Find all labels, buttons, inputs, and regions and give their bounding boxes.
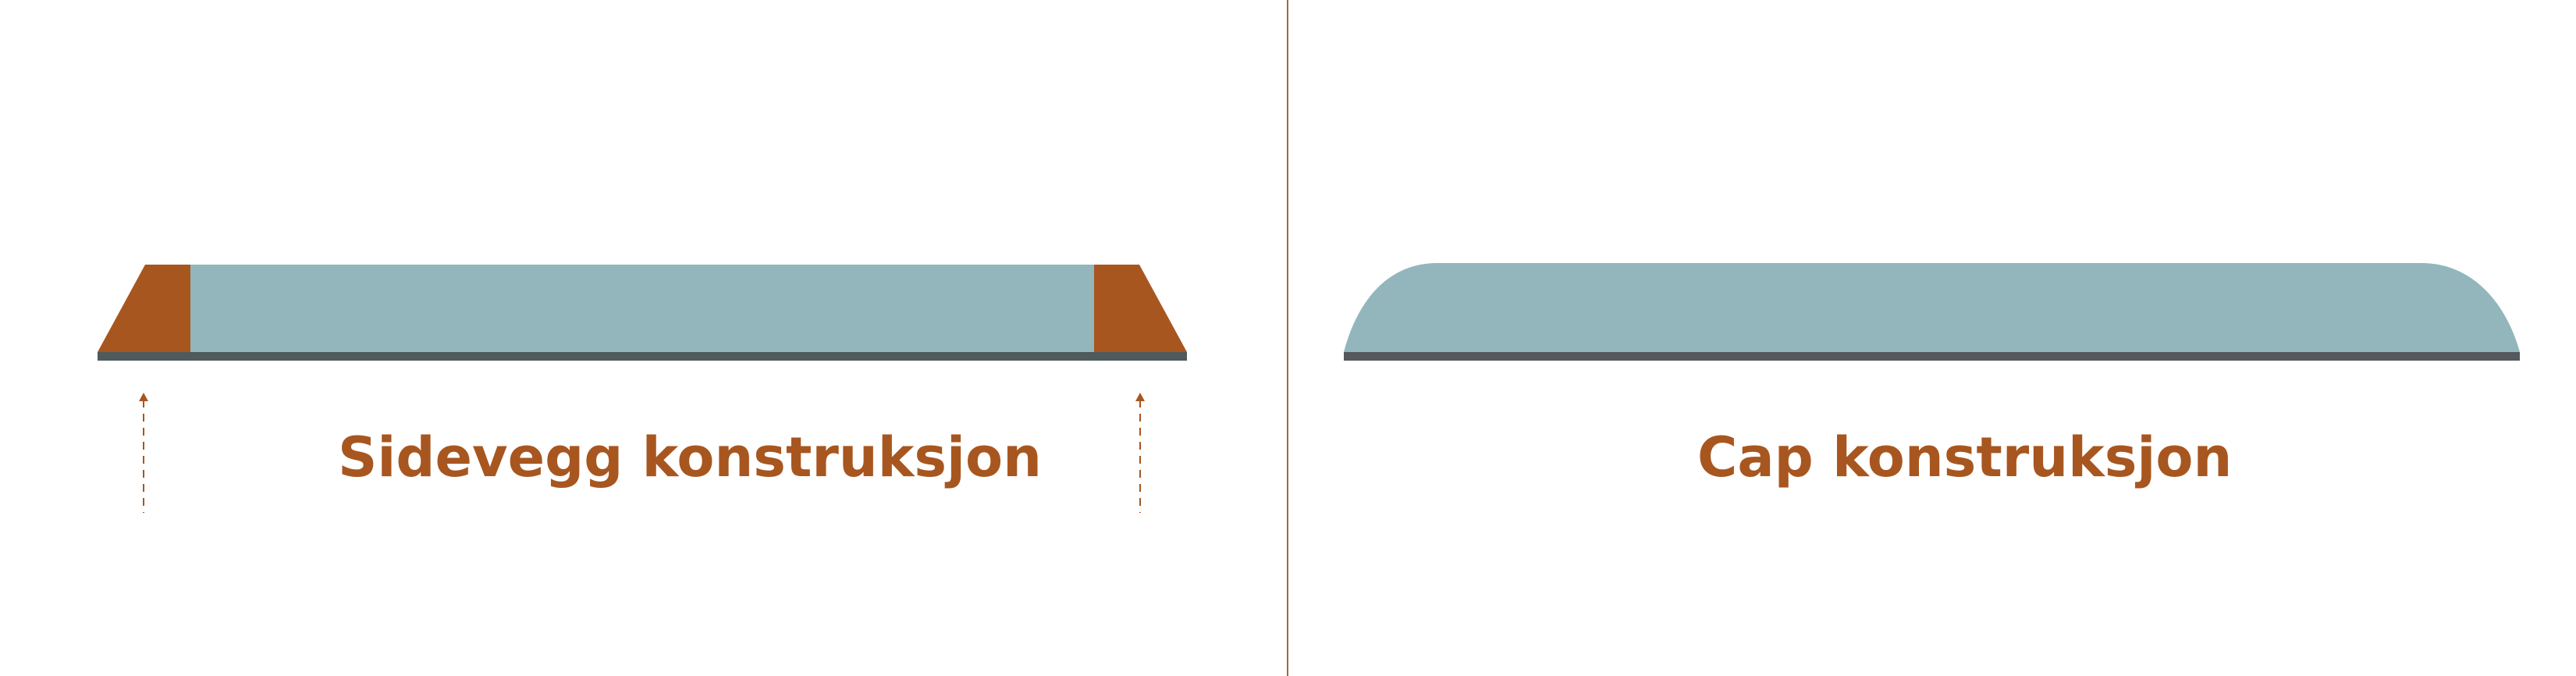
cap-title: Cap konstruksjon [1697, 425, 2233, 489]
sidewall-construction-shape [98, 265, 1187, 361]
sidewall-fill-panel [190, 265, 1094, 352]
sidewall-title: Sidevegg konstruksjon [338, 425, 1042, 489]
left-sidewall-block [98, 265, 190, 352]
sidewall-base-strip [98, 352, 1187, 361]
panel-divider [1287, 0, 1288, 676]
arrow-up-dashed-left-icon [139, 393, 148, 513]
cap-construction-shape [1344, 263, 2520, 361]
arrow-up-dashed-right-icon [1135, 393, 1145, 513]
cap-fill-panel [1344, 263, 2520, 352]
right-sidewall-block [1094, 265, 1187, 352]
cap-base-strip [1344, 352, 2520, 361]
